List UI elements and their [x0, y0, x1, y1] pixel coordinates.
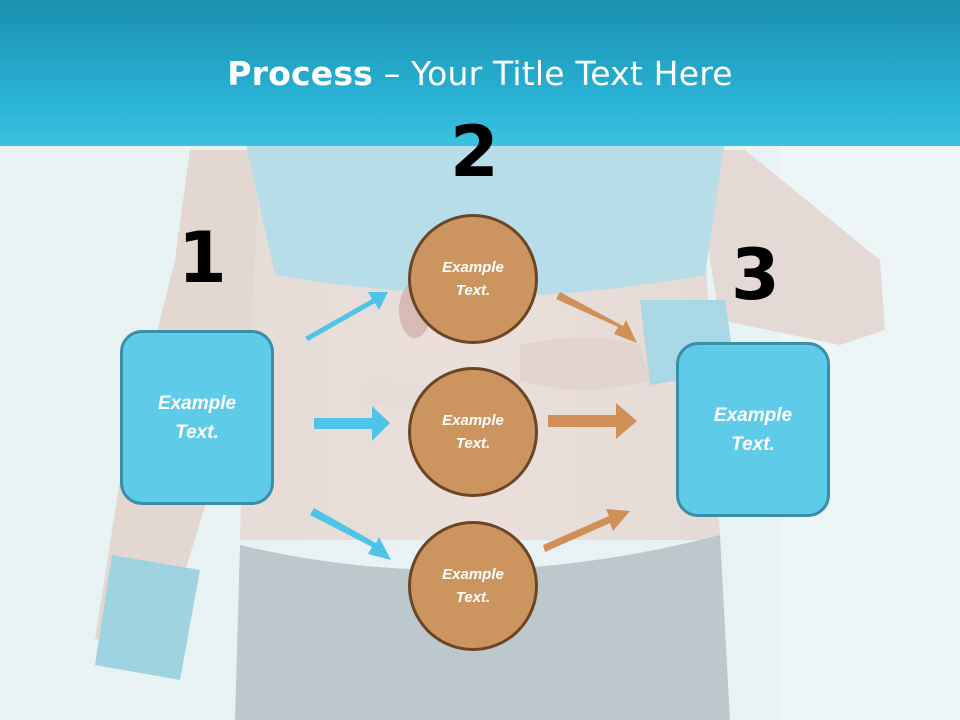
- circle-top: Example Text.: [408, 214, 538, 344]
- left-box-line2: Text.: [175, 421, 219, 443]
- circle-bottom-line1: Example: [442, 566, 504, 583]
- step-number-1: 1: [178, 217, 227, 299]
- step-number-3: 3: [731, 234, 780, 316]
- circle-middle: Example Text.: [408, 367, 538, 497]
- title-banner: [0, 0, 960, 146]
- arrow-left-to-top: [305, 292, 388, 341]
- right-box-line2: Text.: [731, 433, 775, 455]
- arrow-top-to-right: [556, 292, 637, 343]
- right-box-line1: Example: [713, 404, 793, 426]
- left-box-line1: Example: [157, 392, 237, 414]
- circle-top-line1: Example: [442, 259, 504, 276]
- arrow-left-to-bottom: [310, 508, 391, 560]
- circle-bottom-line2: Text.: [455, 589, 491, 606]
- circle-bottom: Example Text.: [408, 521, 538, 651]
- circle-middle-line1: Example: [442, 412, 504, 429]
- arrow-middle-to-right: [548, 403, 637, 439]
- arrow-left-to-middle: [314, 406, 390, 441]
- step-number-2: 2: [450, 111, 499, 193]
- arrow-bottom-to-right: [543, 509, 630, 552]
- circle-middle-line2: Text.: [455, 435, 491, 452]
- left-step-box: Example Text.: [120, 330, 274, 505]
- title-rest: – Your Title Text Here: [373, 54, 733, 93]
- title-bold: Process: [227, 54, 374, 93]
- circle-top-line2: Text.: [455, 282, 491, 299]
- right-step-box: Example Text.: [676, 342, 830, 517]
- slide-title: Process – Your Title Text Here: [0, 54, 960, 93]
